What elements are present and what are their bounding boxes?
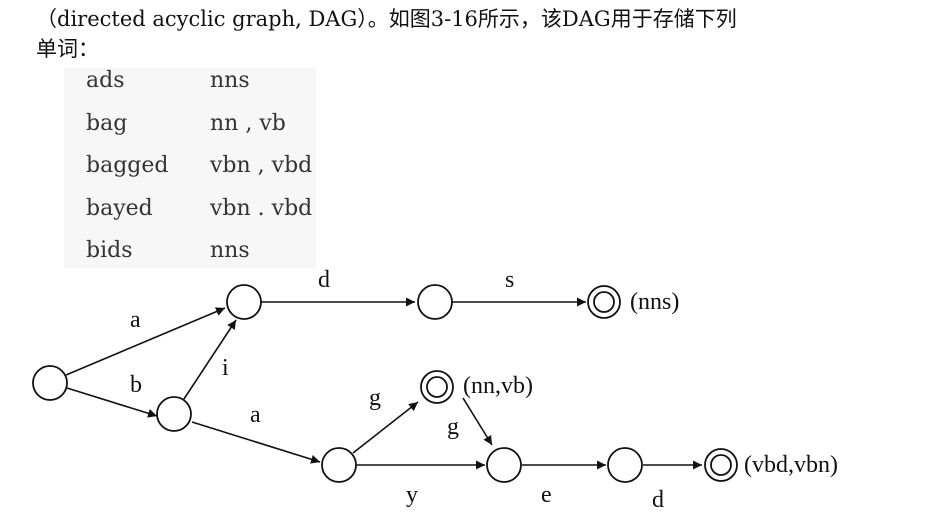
node-after-ba bbox=[321, 447, 357, 483]
tag-cell: nns bbox=[210, 68, 250, 93]
word-cell: bayed bbox=[86, 196, 153, 221]
word-row: bag nn , vb bbox=[64, 111, 316, 141]
edge-label-a-top: a bbox=[130, 307, 141, 333]
word-cell: bag bbox=[86, 111, 128, 136]
node-after-bag-y bbox=[486, 447, 522, 483]
node-after-b bbox=[156, 396, 192, 432]
word-cell: bids bbox=[86, 238, 133, 263]
edge-label-d-bottom: d bbox=[652, 487, 664, 513]
edge-label-d-top: d bbox=[318, 267, 330, 293]
edge-a-lower bbox=[191, 421, 321, 464]
edge-label-i: i bbox=[222, 355, 229, 381]
edge-g-down bbox=[462, 397, 493, 446]
final-node-vbd-vbn bbox=[704, 448, 738, 482]
word-row: bagged vbn , vbd bbox=[64, 153, 316, 183]
intro-line-2: 单词： bbox=[36, 37, 99, 61]
edge-label-y: y bbox=[406, 482, 418, 508]
edge-i bbox=[181, 319, 237, 403]
word-cell: ads bbox=[86, 68, 125, 93]
final-label-nns: (nns) bbox=[630, 289, 679, 315]
tag-cell: vbn . vbd bbox=[210, 196, 313, 221]
final-label-vbd-vbn: (vbd,vbn) bbox=[744, 452, 838, 478]
tag-cell: nns bbox=[210, 238, 250, 263]
tag-cell: vbn , vbd bbox=[210, 153, 313, 178]
tag-cell: nn , vb bbox=[210, 111, 286, 136]
edge-label-e: e bbox=[541, 482, 552, 508]
edge-label-g-down: g bbox=[447, 414, 459, 440]
word-row: bids nns bbox=[64, 238, 316, 268]
intro-line-1: （directed acyclic graph, DAG）。如图3-16所示，该… bbox=[36, 7, 737, 31]
edge-label-b: b bbox=[130, 372, 142, 398]
edge-label-g-up: g bbox=[369, 385, 381, 411]
dag-diagram: a b i d s a g g y e d (nns) (nn,vb) (vbd… bbox=[32, 267, 838, 513]
node-after-d bbox=[417, 284, 453, 320]
word-cell: bagged bbox=[86, 153, 169, 178]
word-row: ads nns bbox=[64, 68, 316, 98]
word-row: bayed vbn . vbd bbox=[64, 196, 316, 226]
node-start bbox=[32, 365, 68, 401]
edge-label-s: s bbox=[505, 267, 514, 293]
node-after-e bbox=[607, 447, 643, 483]
final-node-nns bbox=[587, 285, 621, 319]
word-tag-table: ads nns bag nn , vb bagged vbn , vbd bay… bbox=[64, 68, 316, 268]
edge-label-a-lower: a bbox=[250, 402, 261, 428]
final-node-nn-vb bbox=[420, 370, 454, 404]
final-label-nn-vb: (nn,vb) bbox=[463, 373, 533, 399]
edge-a-top bbox=[65, 307, 226, 376]
edge-b bbox=[66, 387, 158, 418]
edge-g-up bbox=[352, 401, 419, 454]
node-after-a-i bbox=[226, 284, 262, 320]
